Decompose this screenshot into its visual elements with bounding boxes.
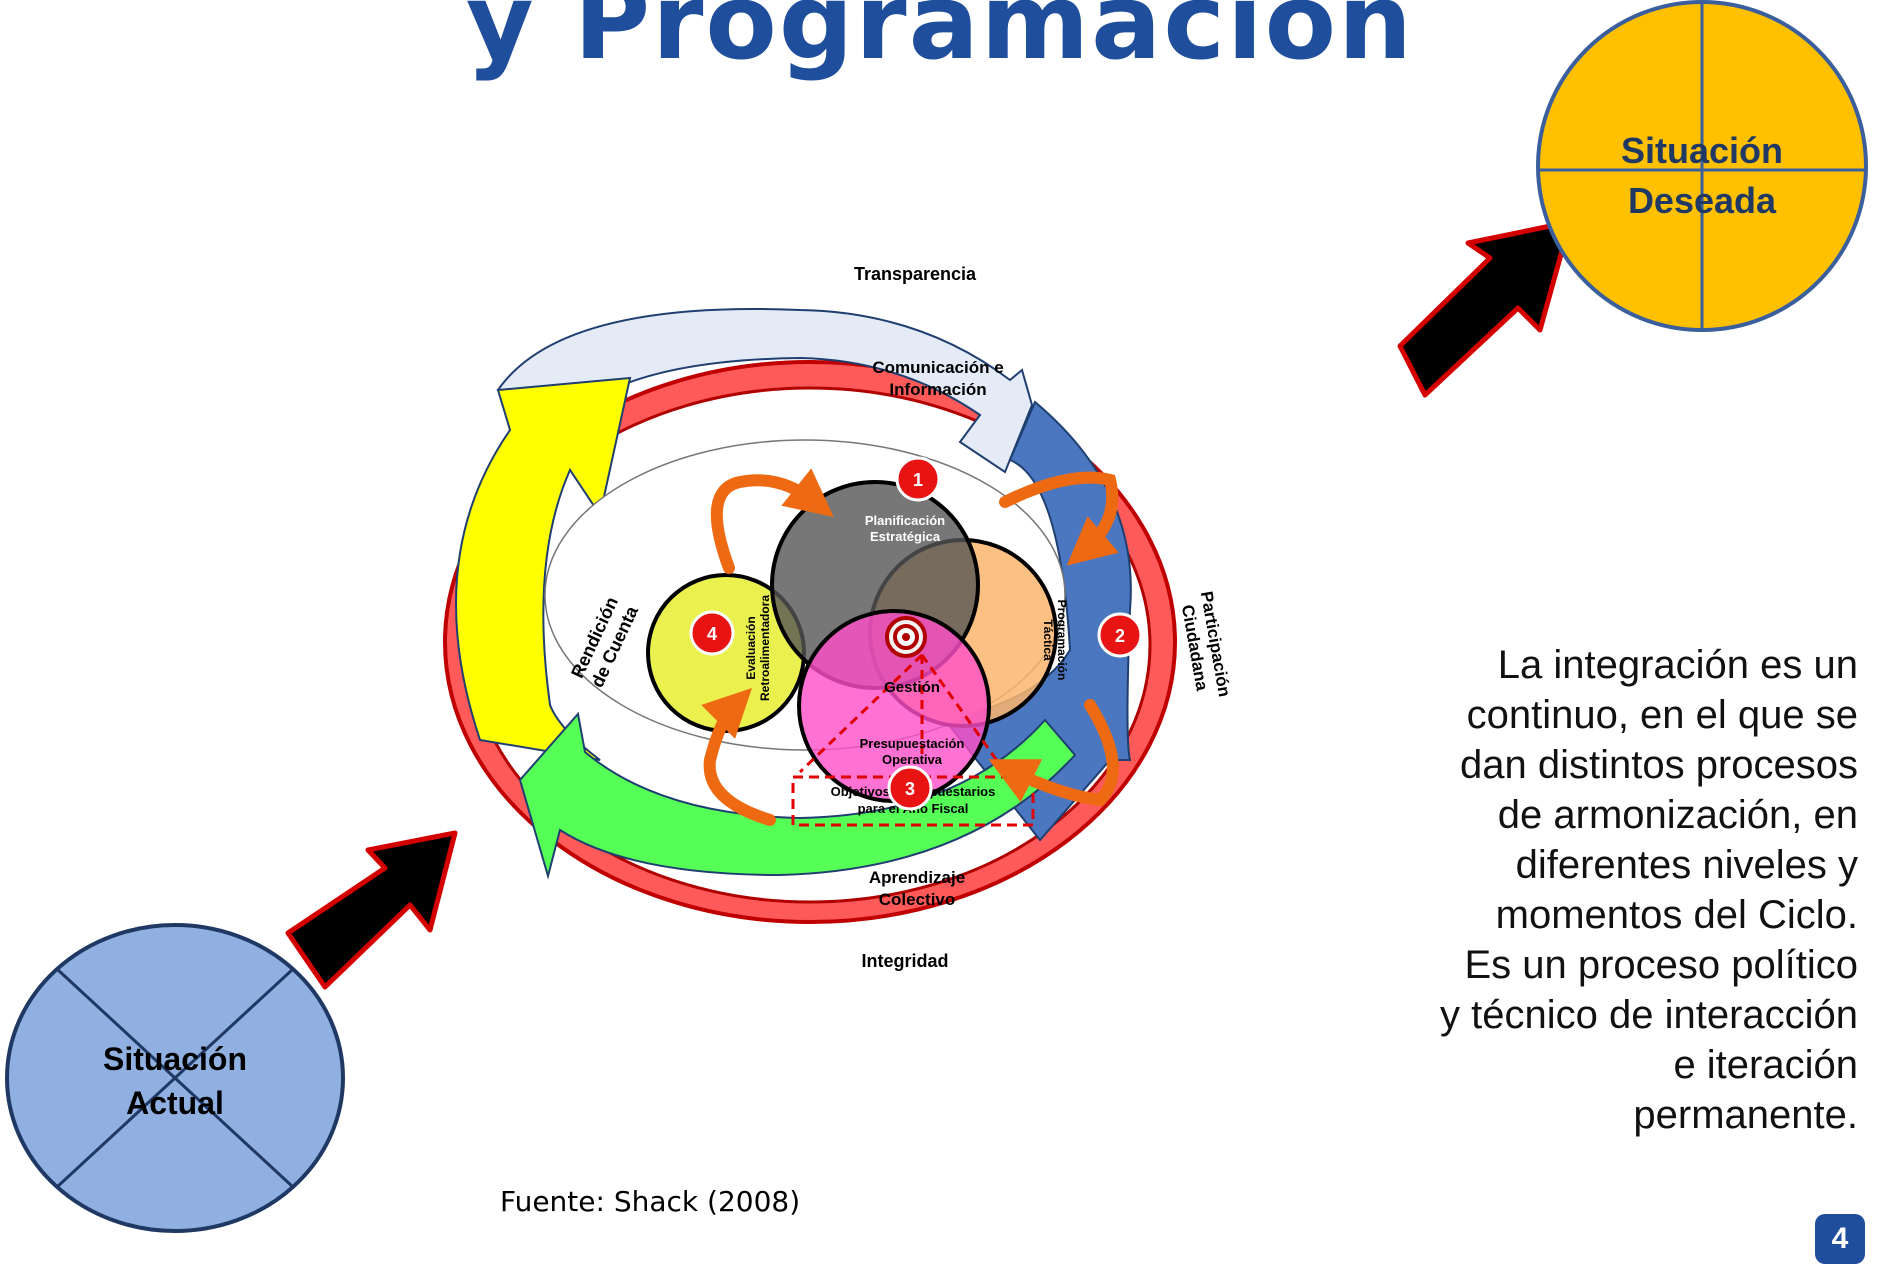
svg-text:2: 2 bbox=[1115, 626, 1125, 646]
step-badge-3: 3 bbox=[887, 765, 933, 811]
communication-label-2: Información bbox=[889, 380, 986, 399]
programming-label-1: Programación bbox=[1055, 600, 1069, 681]
learning-label-1: Aprendizaje bbox=[869, 868, 965, 887]
evaluation-label-1: Evaluación bbox=[744, 616, 758, 679]
step-badge-2: 2 bbox=[1097, 612, 1143, 658]
page-number: 4 bbox=[1815, 1214, 1865, 1264]
current-label-2: Actual bbox=[126, 1085, 224, 1121]
desired-situation-circle: Situación Deseada bbox=[1536, 0, 1868, 332]
target-icon bbox=[885, 616, 927, 658]
current-situation-circle: Situación Actual bbox=[5, 923, 345, 1233]
learning-arrow bbox=[518, 711, 1077, 880]
communication-arrow bbox=[496, 308, 1034, 474]
desired-label-1: Situación bbox=[1621, 130, 1783, 171]
accountability-arrow bbox=[455, 376, 632, 761]
page-title: y Programación bbox=[465, 0, 1415, 83]
desired-label-2: Deseada bbox=[1628, 180, 1777, 221]
ring-bottom-label: Integridad bbox=[861, 951, 948, 971]
integration-description: La integración es un continuo, en el que… bbox=[1440, 643, 1859, 1137]
lower-transition-arrow bbox=[285, 830, 458, 990]
evaluation-label-2: Retroalimentadora bbox=[758, 595, 772, 701]
step-badge-1: 1 bbox=[895, 456, 941, 502]
learning-label-2: Colectivo bbox=[879, 890, 956, 909]
objectives-triangle bbox=[798, 653, 1007, 774]
management-label: Gestión bbox=[884, 679, 940, 696]
upper-transition-arrow bbox=[1397, 219, 1573, 398]
svg-text:1: 1 bbox=[913, 470, 923, 490]
programming-label-2: Táctica bbox=[1041, 619, 1055, 661]
planning-label-1: Planificación bbox=[865, 513, 945, 528]
step-badge-4: 4 bbox=[689, 610, 735, 656]
communication-label-1: Comunicación e bbox=[872, 358, 1003, 377]
svg-text:3: 3 bbox=[905, 779, 915, 799]
svg-text:4: 4 bbox=[707, 624, 717, 644]
budgeting-label-2: Operativa bbox=[882, 752, 943, 767]
ring-top-label: Transparencia bbox=[854, 264, 977, 284]
planning-label-2: Estratégica bbox=[870, 529, 941, 544]
cycle-arrows bbox=[701, 468, 1119, 826]
current-label-1: Situación bbox=[103, 1041, 247, 1077]
source-citation: Fuente: Shack (2008) bbox=[500, 1185, 801, 1218]
budgeting-label-1: Presupuestación bbox=[860, 736, 965, 751]
